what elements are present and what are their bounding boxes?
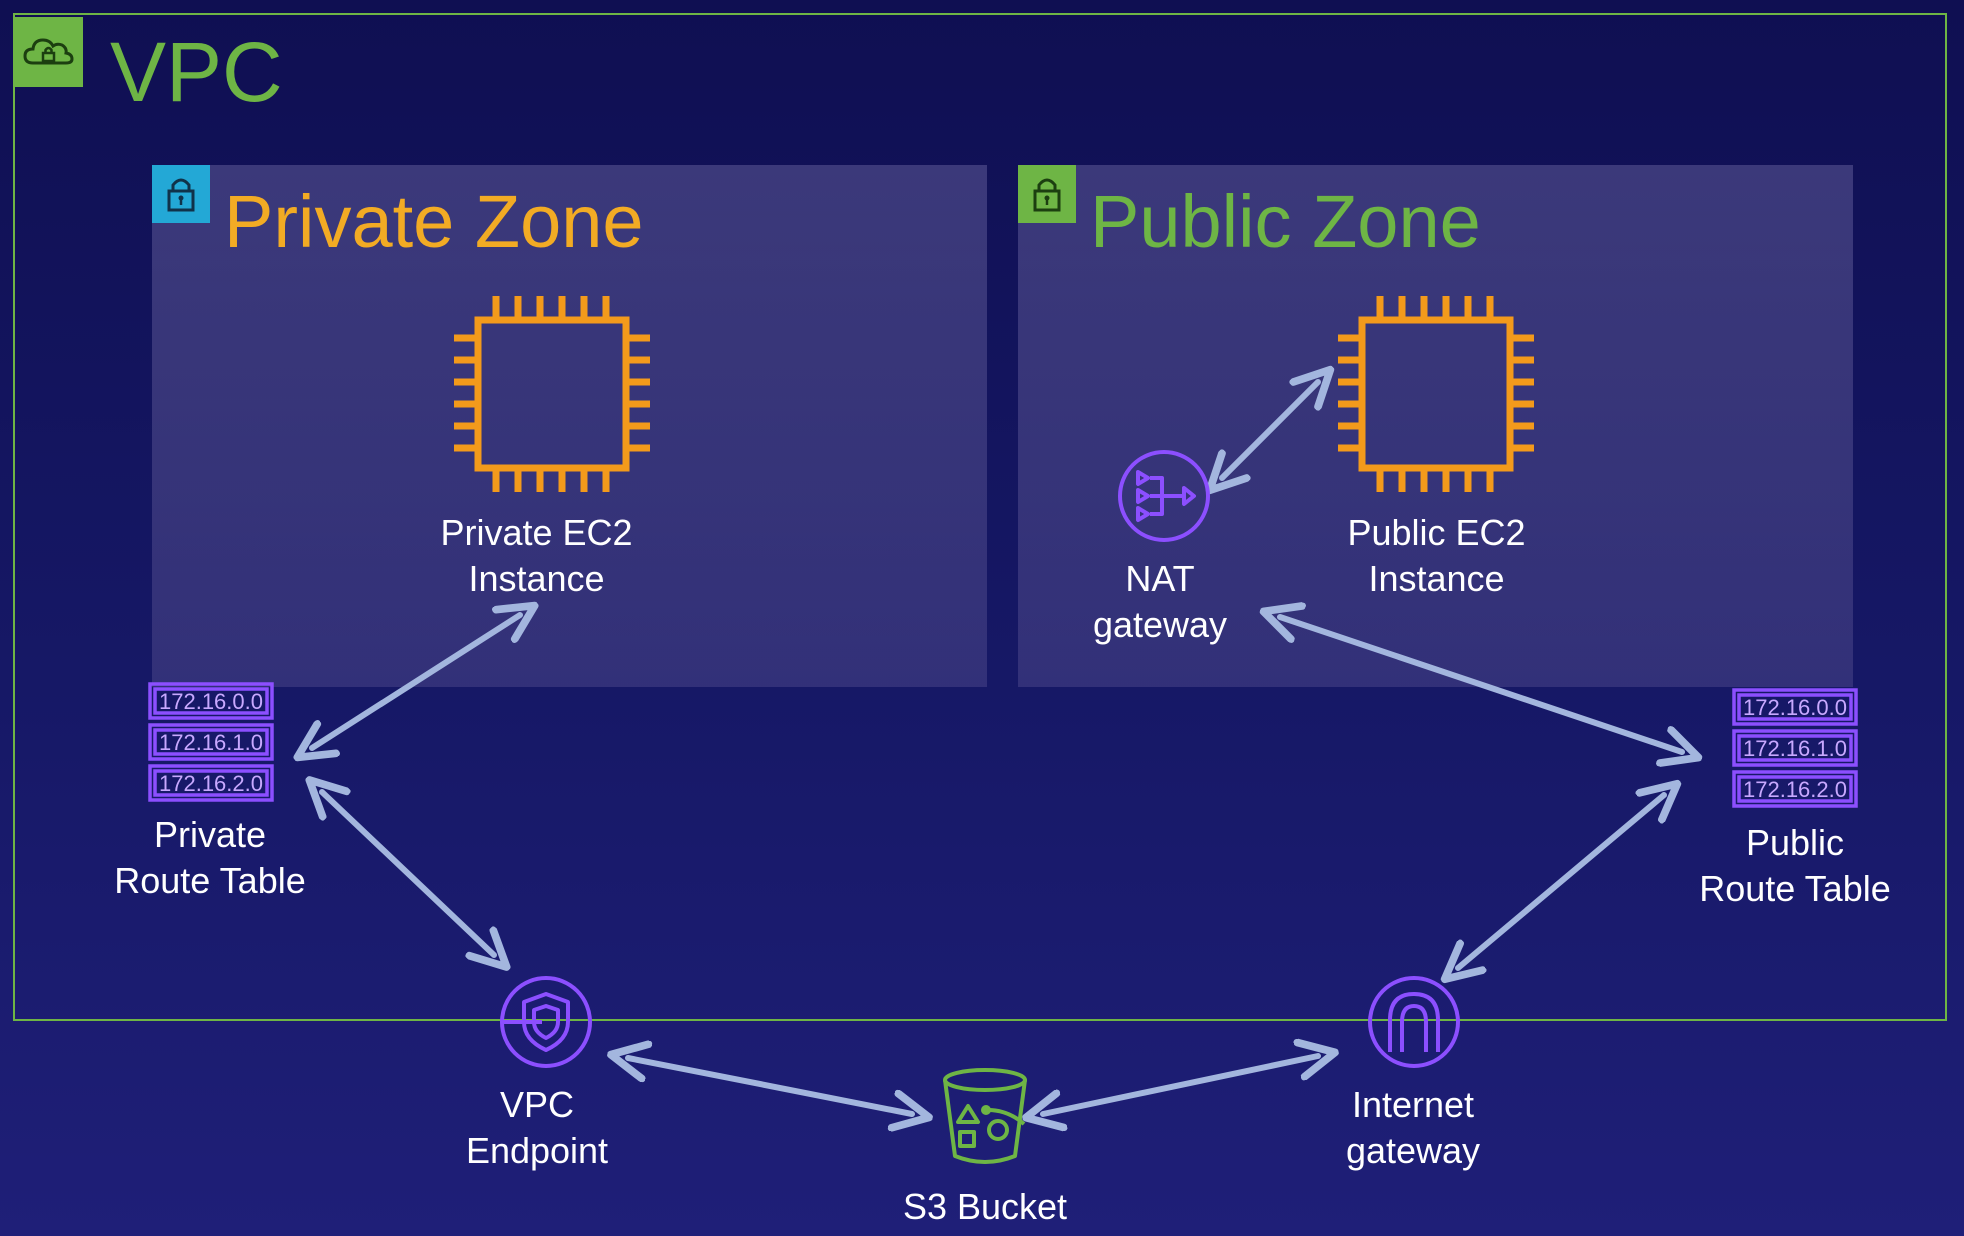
ec2-chip-icon [1338, 296, 1534, 492]
route-entry: 172.16.0.0 [159, 689, 263, 714]
vpc-endpoint-label: VPC Endpoint [465, 1084, 609, 1171]
route-entry: 172.16.2.0 [1743, 777, 1847, 802]
cloud-lock-icon [23, 38, 74, 65]
nat-gateway-icon [1118, 450, 1210, 542]
private-zone-badge [152, 165, 210, 223]
internet-gateway-icon [1368, 976, 1460, 1068]
arrow-nat-public-ec2 [1222, 382, 1318, 478]
public-zone-badge [1018, 165, 1076, 223]
route-entry: 172.16.2.0 [159, 771, 263, 796]
s3-bucket-icon [943, 1068, 1027, 1164]
public-zone: Public Zone [1018, 165, 1853, 687]
vpc-badge [13, 17, 83, 87]
lock-icon [1033, 178, 1061, 212]
arrow-private-route-table-endpoint [322, 792, 494, 955]
internet-gateway-label: Internet gateway [1345, 1084, 1481, 1171]
route-table-icon: 172.16.0.0 172.16.1.0 172.16.2.0 [1732, 688, 1858, 808]
vpc-title: VPC [110, 25, 283, 119]
public-ec2-label: Public EC2 Instance [1347, 512, 1526, 599]
arrow-internet-gateway-public-route-table [1458, 795, 1664, 968]
s3-bucket-label: S3 Bucket [902, 1186, 1068, 1227]
route-entry: 172.16.1.0 [1743, 736, 1847, 761]
private-ec2-label: Private EC2 Instance [440, 512, 633, 599]
arrow-endpoint-s3 [628, 1058, 912, 1114]
ec2-chip-icon [454, 296, 650, 492]
public-zone-title: Public Zone [1090, 180, 1481, 263]
arrow-private-ec2-route-table [312, 615, 520, 748]
vpc-endpoint-icon [500, 976, 592, 1068]
route-entry: 172.16.1.0 [159, 730, 263, 755]
arrow-nat-public-route-table [1280, 617, 1682, 752]
private-route-table-label: Private Route Table [114, 814, 306, 901]
nat-gateway-label: NAT gateway [1092, 558, 1228, 645]
public-route-table-label: Public Route Table [1699, 822, 1891, 909]
private-zone-title: Private Zone [224, 180, 644, 263]
route-table-icon: 172.16.0.0 172.16.1.0 172.16.2.0 [148, 682, 274, 802]
arrow-s3-internet-gateway [1043, 1056, 1318, 1114]
lock-icon [167, 178, 195, 212]
route-entry: 172.16.0.0 [1743, 695, 1847, 720]
vpc-boundary [13, 13, 1947, 1021]
private-zone: Private Zone [152, 165, 987, 687]
